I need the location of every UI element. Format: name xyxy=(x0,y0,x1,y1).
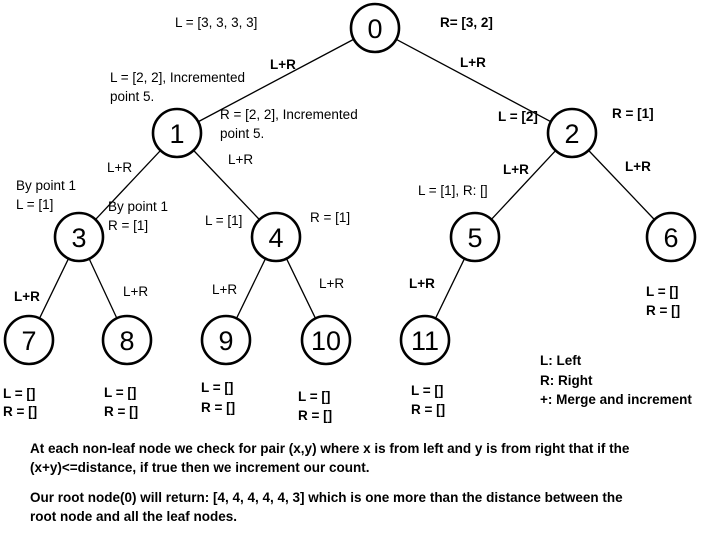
node-9-right-list: R = [] xyxy=(201,400,235,415)
node-2-circle xyxy=(546,107,598,159)
node-9-left-list: L = [] xyxy=(201,380,233,395)
edge-1-4 xyxy=(193,149,260,221)
node-0-label: 0 xyxy=(367,14,382,44)
node-5: 5 xyxy=(449,211,501,263)
node-1-label: 1 xyxy=(169,119,184,149)
footnote-line-4: root node and all the leaf nodes. xyxy=(30,509,237,524)
node-8: 8 xyxy=(101,314,153,366)
edge-label-2-5: L+R xyxy=(503,162,529,177)
nodes-layer: 0 1 2 3 4 5 6 7 8 9 10 11 xyxy=(3,2,697,366)
node-3-left-note: By point 1 xyxy=(16,178,76,193)
node-11-label: 11 xyxy=(411,326,439,356)
edge-label-3-7: L+R xyxy=(14,289,40,304)
edge-label-2-6: L+R xyxy=(625,159,651,174)
node-9-circle xyxy=(200,314,252,366)
edge-label-1-3: L+R xyxy=(107,160,132,175)
edge-label-1-4: L+R xyxy=(228,152,253,167)
node-3-circle xyxy=(53,211,105,263)
node-6-circle xyxy=(645,211,697,263)
legend-plus: +: Merge and increment xyxy=(540,392,692,407)
node-1-left-note: point 5. xyxy=(110,89,154,104)
node-6-left-list: L = [] xyxy=(646,284,678,299)
node-7-left-list: L = [] xyxy=(3,386,35,401)
footnote-line-3: Our root node(0) will return: [4, 4, 4, … xyxy=(30,490,623,505)
edge-2-5 xyxy=(490,150,557,220)
node-11-left-list: L = [] xyxy=(411,383,443,398)
node-7-label: 7 xyxy=(21,326,36,356)
node-8-label: 8 xyxy=(119,326,134,356)
node-3-right-list: R = [1] xyxy=(108,218,148,233)
node-6-right-list: R = [] xyxy=(646,303,680,318)
node-1-left-list: L = [2, 2], Incremented xyxy=(110,70,245,85)
node-4-left-list: L = [1] xyxy=(205,213,242,228)
edge-4-10 xyxy=(285,258,317,319)
edge-label-5-11: L+R xyxy=(409,276,435,291)
node-7-right-list: R = [] xyxy=(3,404,37,419)
node-9: 9 xyxy=(200,314,252,366)
node-5-label: 5 xyxy=(467,223,482,253)
edge-0-1 xyxy=(197,38,355,123)
node-2-left-list: L = [2] xyxy=(498,109,538,124)
node-1-right-note: point 5. xyxy=(220,126,264,141)
node-3: 3 xyxy=(53,211,105,263)
legend-right: R: Right xyxy=(540,373,593,388)
node-7: 7 xyxy=(3,314,55,366)
edge-0-2 xyxy=(395,38,552,123)
edge-label-0-1: L+R xyxy=(270,57,296,72)
node-6-label: 6 xyxy=(663,223,678,253)
node-3-right-note: By point 1 xyxy=(108,199,168,214)
node-8-left-list: L = [] xyxy=(104,385,136,400)
edge-label-4-9: L+R xyxy=(212,282,237,297)
edge-label-4-10: L+R xyxy=(319,276,344,291)
node-10-circle xyxy=(300,314,352,366)
edge-3-7 xyxy=(38,258,70,319)
node-5-circle xyxy=(449,211,501,263)
node-10-right-list: R = [] xyxy=(298,408,332,423)
footnote-line-2: (x+y)<=distance, if true then we increme… xyxy=(30,460,369,475)
node-1-right-list: R = [2, 2], Incremented xyxy=(220,107,358,122)
node-7-circle xyxy=(3,314,55,366)
edge-1-3 xyxy=(94,150,162,220)
node-2-right-list: R = [1] xyxy=(612,106,654,121)
edge-label-3-8: L+R xyxy=(123,284,148,299)
legend-left: L: Left xyxy=(540,353,582,368)
node-9-label: 9 xyxy=(218,326,233,356)
node-2-label: 2 xyxy=(564,119,579,149)
node-2: 2 xyxy=(546,107,598,159)
edge-2-6 xyxy=(588,149,655,221)
node-6: 6 xyxy=(645,211,697,263)
node-4-circle xyxy=(250,211,302,263)
edge-4-9 xyxy=(235,258,267,319)
edge-label-0-2: L+R xyxy=(460,55,486,70)
node-3-label: 3 xyxy=(71,223,86,253)
node-3-left-list: L = [1] xyxy=(16,197,53,212)
footnote-line-1: At each non-leaf node we check for pair … xyxy=(30,441,630,456)
node-10-left-list: L = [] xyxy=(298,389,330,404)
node-11-circle xyxy=(399,314,451,366)
node-10-label: 10 xyxy=(311,326,341,356)
edge-labels-layer: L+R L+R L+R L+R L+R L+R L+R L+R L+R L+R L+R xyxy=(14,55,651,304)
edges-layer xyxy=(38,38,655,319)
edge-3-8 xyxy=(88,258,118,319)
node-0-circle xyxy=(349,2,401,54)
node-0: 0 xyxy=(349,2,401,54)
node-4-right-list: R = [1] xyxy=(310,210,350,225)
node-0-right-list: R= [3, 2] xyxy=(440,15,493,30)
node-10: 10 xyxy=(300,314,352,366)
node-11-right-list: R = [] xyxy=(411,402,445,417)
edge-5-11 xyxy=(434,258,466,319)
node-1-circle xyxy=(151,107,203,159)
node-4-label: 4 xyxy=(268,223,283,253)
node-0-left-list: L = [3, 3, 3, 3] xyxy=(175,15,257,30)
node-8-circle xyxy=(101,314,153,366)
node-11: 11 xyxy=(399,314,451,366)
node-1: 1 xyxy=(151,107,203,159)
node-8-right-list: R = [] xyxy=(104,404,138,419)
node-4: 4 xyxy=(250,211,302,263)
node-5-lists: L = [1], R: [] xyxy=(418,183,488,198)
